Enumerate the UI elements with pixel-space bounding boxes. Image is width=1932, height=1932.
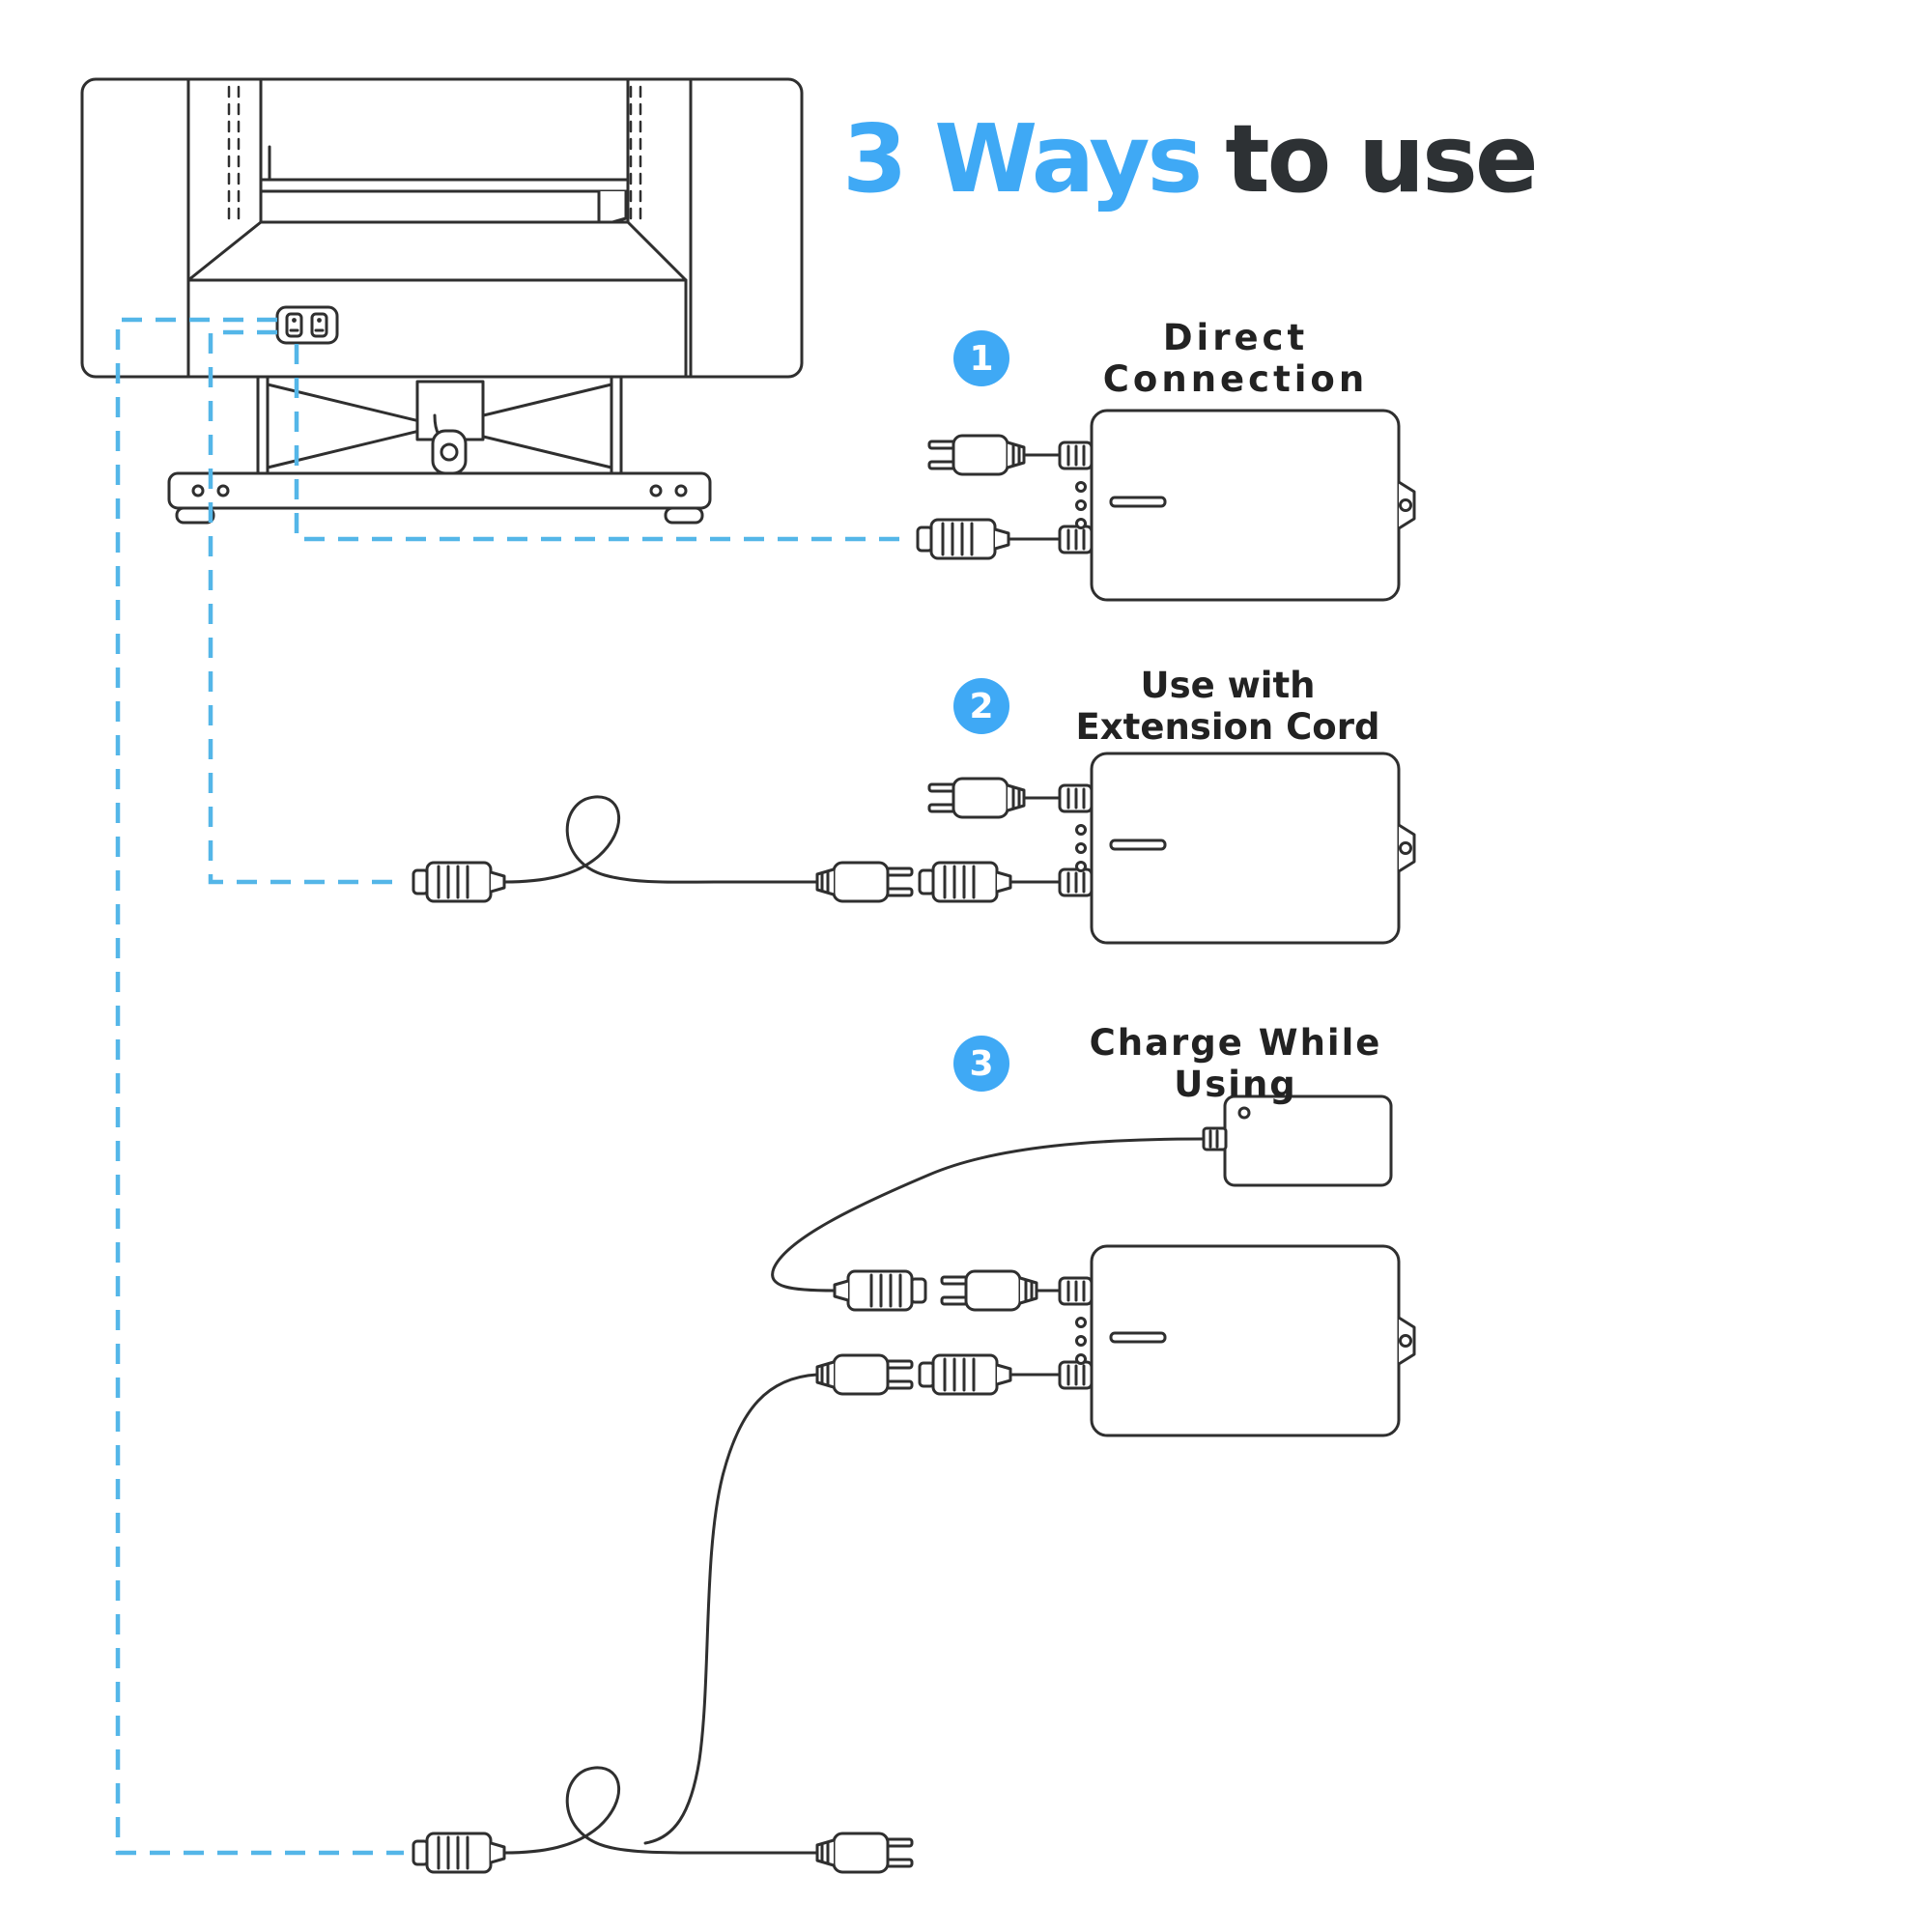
connection-dashed-lines [115,317,912,1856]
step-1-number: 1 [969,338,994,379]
step-3-label: Charge While Using [1089,1022,1382,1105]
dc-coupler-icon [918,861,1012,903]
output-cable [643,1373,819,1845]
step-1-diagram [916,409,1416,602]
lift-mechanism [256,375,623,475]
cabinet-top [186,220,688,282]
charger-cable [771,1137,1206,1293]
output-plug-icon [815,1353,914,1396]
step-2-number: 2 [969,686,994,726]
step-2-label: Use with Extension Cord [1075,665,1380,748]
ac-plug-icon [927,434,1026,476]
step-3-header: 3 Charge While Using [953,1022,1400,1105]
step-3-number: 3 [969,1043,994,1084]
cabinet-front-panel [186,278,688,379]
charger-adapter-icon [1202,1094,1393,1187]
extension-plug-icon [815,861,914,903]
extension-plug-icon [815,1832,914,1874]
step-2-diagram [412,752,1416,945]
power-switch-panel [275,305,339,345]
title-highlight: 3 Ways [842,104,1203,213]
step-1-label: Direct Connection [1102,317,1369,400]
step-3-badge: 3 [953,1036,1009,1092]
battery-pack-icon [1058,752,1416,945]
base-bar [167,471,712,525]
extension-connector-icon [412,861,506,903]
step-2-header: 2 Use with Extension Cord [953,665,1417,748]
route-to-step-3 [115,317,404,1856]
title-rest: to use [1225,104,1538,213]
ac-plug-icon [927,777,1026,819]
dc-coupler-icon [918,1353,1012,1396]
tv-lift-illustration [80,77,804,525]
ac-plug-icon [940,1269,1038,1312]
route-to-step-2 [208,329,404,885]
step-2-badge: 2 [953,678,1009,734]
battery-pack-icon [1058,409,1416,602]
charger-coupler-icon [833,1269,927,1312]
shelf-bar [259,178,630,193]
extension-cord-cable [502,795,819,884]
extension-connector-icon [412,1832,506,1874]
extension-cord-cable [502,1766,819,1855]
step-1-badge: 1 [953,330,1009,386]
step-1-header: 1 Direct Connection [953,317,1413,400]
battery-pack-icon [1058,1244,1416,1437]
step-3-diagram [412,1094,1416,1874]
dc-connector-icon [916,518,1010,560]
